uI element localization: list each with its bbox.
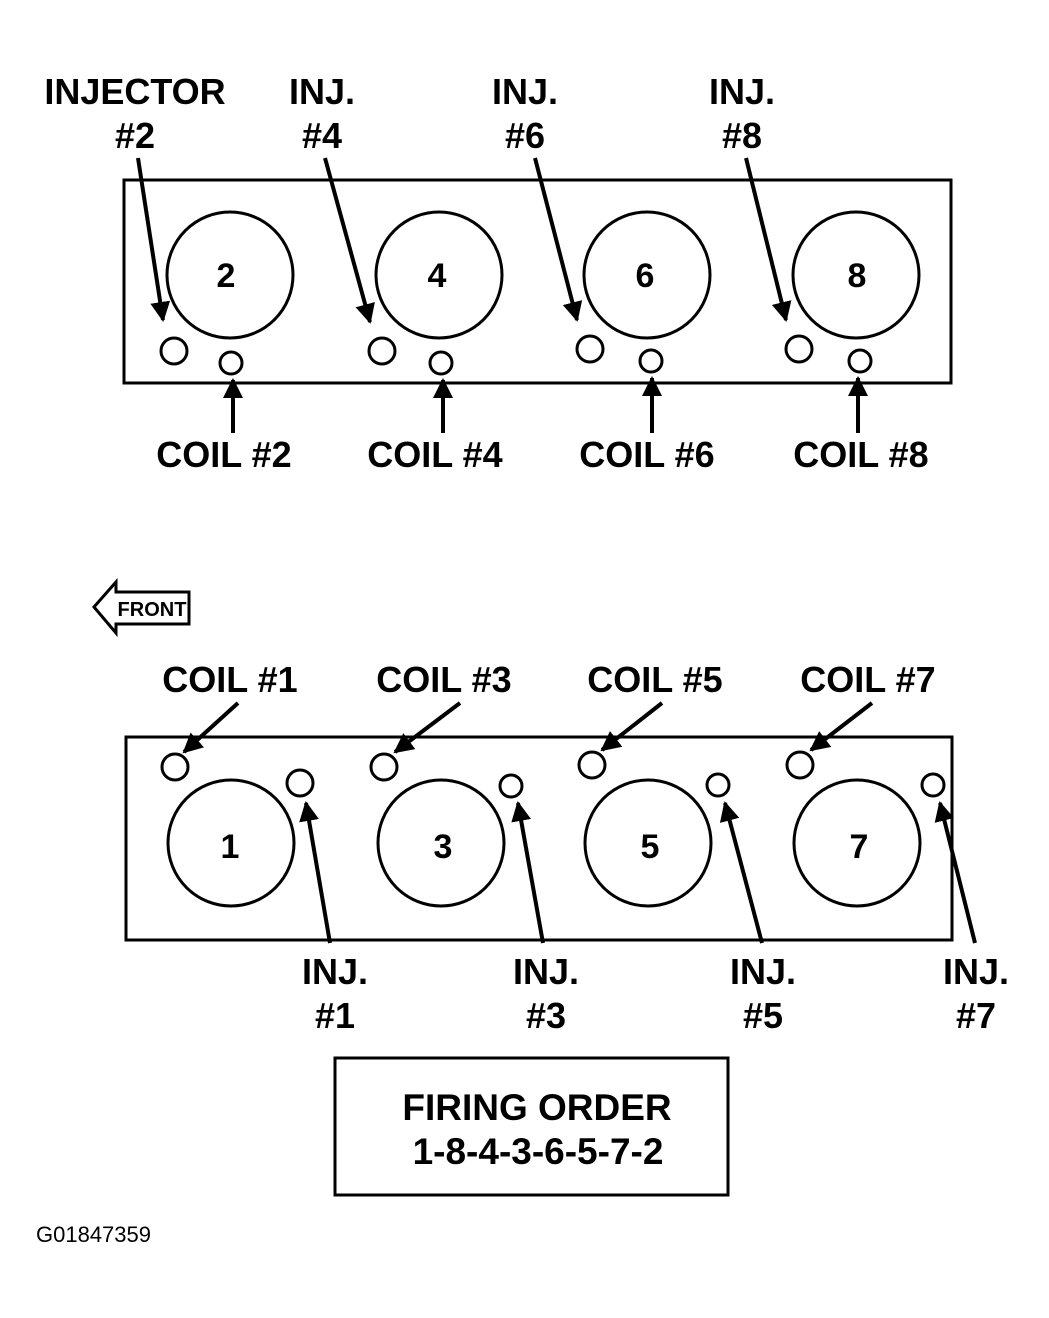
cylinder-3-number: 3 <box>434 828 453 866</box>
coil-1-label: COIL #1 <box>162 659 297 700</box>
cylinder-4-bore <box>374 210 504 340</box>
injector-7-label-line2: #7 <box>956 995 996 1036</box>
firing-order-title: FIRING ORDER <box>402 1087 671 1128</box>
injector-5-label-line2: #5 <box>743 995 783 1036</box>
injector-5-port <box>705 772 731 798</box>
injector-2-label-line2: #2 <box>115 115 155 156</box>
injector-1-arrow <box>299 801 332 944</box>
injector-3-arrow <box>511 801 545 944</box>
cylinder-1-bore <box>166 778 296 908</box>
cylinder-7-bore <box>792 778 922 908</box>
cylinder-3-bore <box>376 778 506 908</box>
injector-1-port <box>285 768 315 798</box>
coil-3-port <box>369 752 399 782</box>
cylinder-1-number: 1 <box>221 828 240 866</box>
injector-4-label-line1: INJ. <box>289 71 355 112</box>
coil-7-label: COIL #7 <box>800 659 935 700</box>
front-label: FRONT <box>118 599 187 621</box>
coil-8-port <box>847 348 873 374</box>
cylinder-5-number: 5 <box>641 828 660 866</box>
coil-3-label: COIL #3 <box>376 659 511 700</box>
firing-order-box: FIRING ORDER 1-8-4-3-6-5-7-2 <box>333 1056 730 1197</box>
coil-5-arrow <box>600 701 664 752</box>
bottom-cylinder-bank: 1 COIL #1 INJ. #1 3 COIL #3 INJ. #3 5 <box>124 659 1009 1036</box>
cylinder-6-bore <box>582 210 712 340</box>
coil-3-arrow <box>393 701 462 754</box>
coil-2-label: COIL #2 <box>156 434 291 475</box>
injector-7-label-line1: INJ. <box>943 951 1009 992</box>
coil-6-port <box>638 348 664 374</box>
injector-2-label-line1: INJECTOR <box>44 71 225 112</box>
injector-6-label-line1: INJ. <box>492 71 558 112</box>
injector-8-arrow <box>744 157 792 322</box>
injector-6-port <box>575 334 605 364</box>
coil-4-label: COIL #4 <box>367 434 502 475</box>
coil-5-port <box>577 750 607 780</box>
injector-3-port <box>498 773 524 799</box>
top-cylinder-head-outline <box>122 178 953 385</box>
coil-8-label: COIL #8 <box>793 434 928 475</box>
injector-3-label-line1: INJ. <box>513 951 579 992</box>
injector-1-label-line2: #1 <box>315 995 355 1036</box>
injector-5-label-line1: INJ. <box>730 951 796 992</box>
injector-7-port <box>920 772 946 798</box>
injector-7-arrow <box>934 801 977 944</box>
cylinder-4-number: 4 <box>428 257 447 295</box>
coil-1-port <box>160 752 190 782</box>
injector-8-label-line2: #8 <box>722 115 762 156</box>
injector-4-arrow <box>323 157 375 324</box>
bottom-cylinder-head-outline <box>124 735 954 942</box>
injector-1-label-line1: INJ. <box>302 951 368 992</box>
firing-order-frame <box>333 1056 730 1197</box>
cylinder-3-group: 3 COIL #3 INJ. #3 <box>369 659 579 1036</box>
coil-5-label: COIL #5 <box>587 659 722 700</box>
cylinder-4-group: 4 INJ. #4 COIL #4 <box>289 71 504 475</box>
coil-6-label: COIL #6 <box>579 434 714 475</box>
figure-code: G01847359 <box>36 1222 151 1247</box>
coil-7-arrow <box>809 701 874 752</box>
cylinder-6-number: 6 <box>636 257 655 295</box>
front-direction-indicator: FRONT <box>92 578 191 638</box>
coil-4-port <box>428 350 454 376</box>
injector-3-label-line2: #3 <box>526 995 566 1036</box>
cylinder-7-group: 7 COIL #7 INJ. #7 <box>785 659 1009 1036</box>
cylinder-8-group: 8 INJ. #8 COIL #8 <box>709 71 929 475</box>
cylinder-8-bore <box>791 210 921 340</box>
injector-8-label-line1: INJ. <box>709 71 775 112</box>
injector-6-label-line2: #6 <box>505 115 545 156</box>
top-cylinder-bank: 2 INJECTOR #2 COIL #2 4 INJ. #4 COIL #4 … <box>44 71 953 475</box>
cylinder-1-group: 1 COIL #1 INJ. #1 <box>160 659 368 1036</box>
front-arrow-icon <box>92 578 191 638</box>
coil-2-port <box>218 350 244 376</box>
cylinder-7-number: 7 <box>850 828 869 866</box>
injector-8-port <box>784 334 814 364</box>
cylinder-5-group: 5 COIL #5 INJ. #5 <box>577 659 796 1036</box>
firing-order-sequence: 1-8-4-3-6-5-7-2 <box>413 1131 664 1172</box>
injector-6-arrow <box>533 157 583 322</box>
cylinder-6-group: 6 INJ. #6 COIL #6 <box>492 71 715 475</box>
cylinder-2-group: 2 INJECTOR #2 COIL #2 <box>44 71 295 475</box>
cylinder-2-bore <box>165 210 295 340</box>
coil-1-arrow <box>182 701 240 754</box>
injector-5-arrow <box>719 801 764 944</box>
cylinder-8-number: 8 <box>848 257 867 295</box>
cylinder-2-number: 2 <box>217 257 236 295</box>
injector-2-arrow <box>136 157 171 322</box>
injector-4-label-line2: #4 <box>302 115 342 156</box>
injector-4-port <box>367 336 397 366</box>
cylinder-5-bore <box>583 778 713 908</box>
coil-7-port <box>785 750 815 780</box>
injector-2-port <box>159 336 189 366</box>
